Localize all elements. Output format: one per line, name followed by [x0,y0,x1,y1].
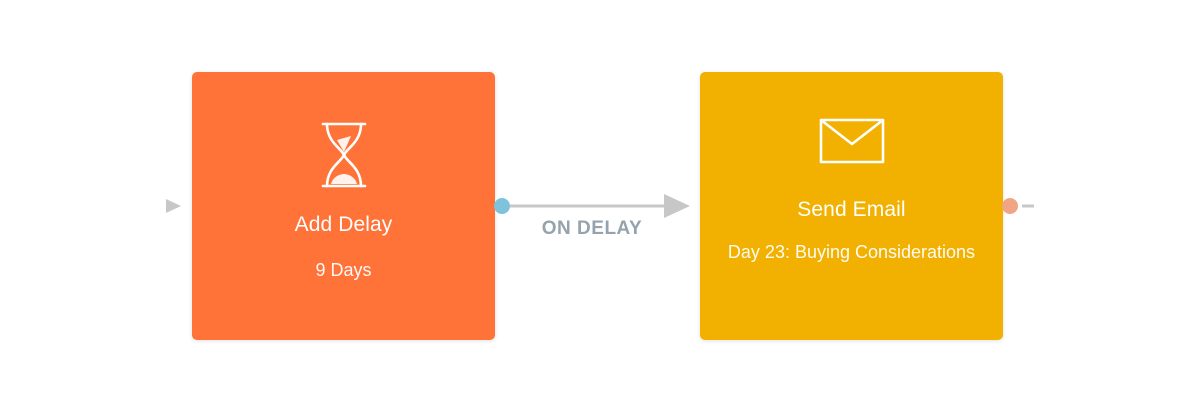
email-output-port[interactable] [1002,198,1018,214]
incoming-arrow-head [166,199,181,213]
connector-label: ON DELAY [541,218,643,239]
add-delay-title: Add Delay [294,213,393,236]
envelope-icon [819,118,885,164]
send-email-title: Send Email [797,198,906,221]
send-email-node[interactable]: Send Email Day 23: Buying Considerations [700,72,1003,340]
delay-output-port[interactable] [494,198,510,214]
add-delay-duration: 9 Days [315,260,372,280]
add-delay-node[interactable]: Add Delay 9 Days [192,72,495,340]
connector-arrow-head [664,194,690,218]
send-email-subject: Day 23: Buying Considerations [727,242,976,262]
hourglass-icon [321,122,367,188]
